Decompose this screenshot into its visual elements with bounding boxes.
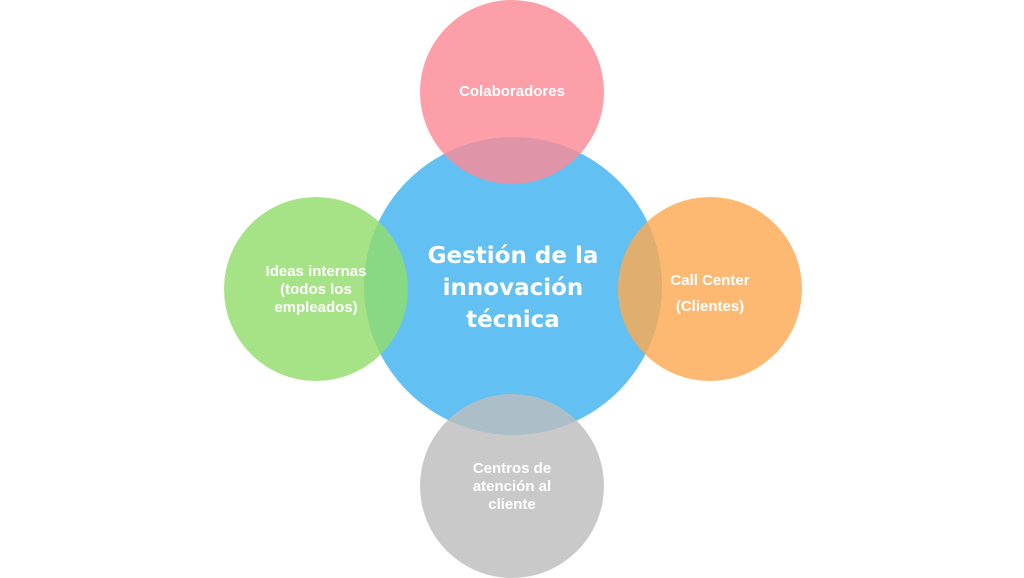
node-label-ideas-internas: Ideas internas (todos los empleados) [241, 263, 391, 317]
center-label: Gestión de la innovación técnica [413, 240, 613, 336]
node-circle-centros-atencion [420, 394, 604, 578]
node-label-line: Call Center [670, 272, 750, 289]
node-circle-ideas-internas [224, 197, 408, 381]
node-label-line: cliente [488, 496, 536, 513]
center-label-line: Gestión de la [427, 243, 599, 269]
node-circle-call-center [618, 197, 802, 381]
node-circle-colaboradores [420, 0, 604, 184]
node-label-line: Centros de [472, 460, 552, 477]
node-label-line: atención al [472, 478, 552, 495]
node-label-line: empleados) [274, 299, 358, 316]
node-label-line: Colaboradores [459, 83, 565, 100]
node-label-line: (Clientes) [675, 298, 745, 315]
center-label-line: técnica [466, 307, 560, 333]
node-label-line: Ideas internas [265, 263, 367, 280]
node-label-centros-atencion: Centros de atención al cliente [437, 460, 587, 514]
node-label-line: (todos los [280, 281, 352, 298]
node-label-call-center: Call Center (Clientes) [635, 268, 785, 320]
center-label-line: innovación [442, 275, 584, 301]
center-circle [364, 137, 662, 435]
node-label-colaboradores: Colaboradores [437, 83, 587, 101]
